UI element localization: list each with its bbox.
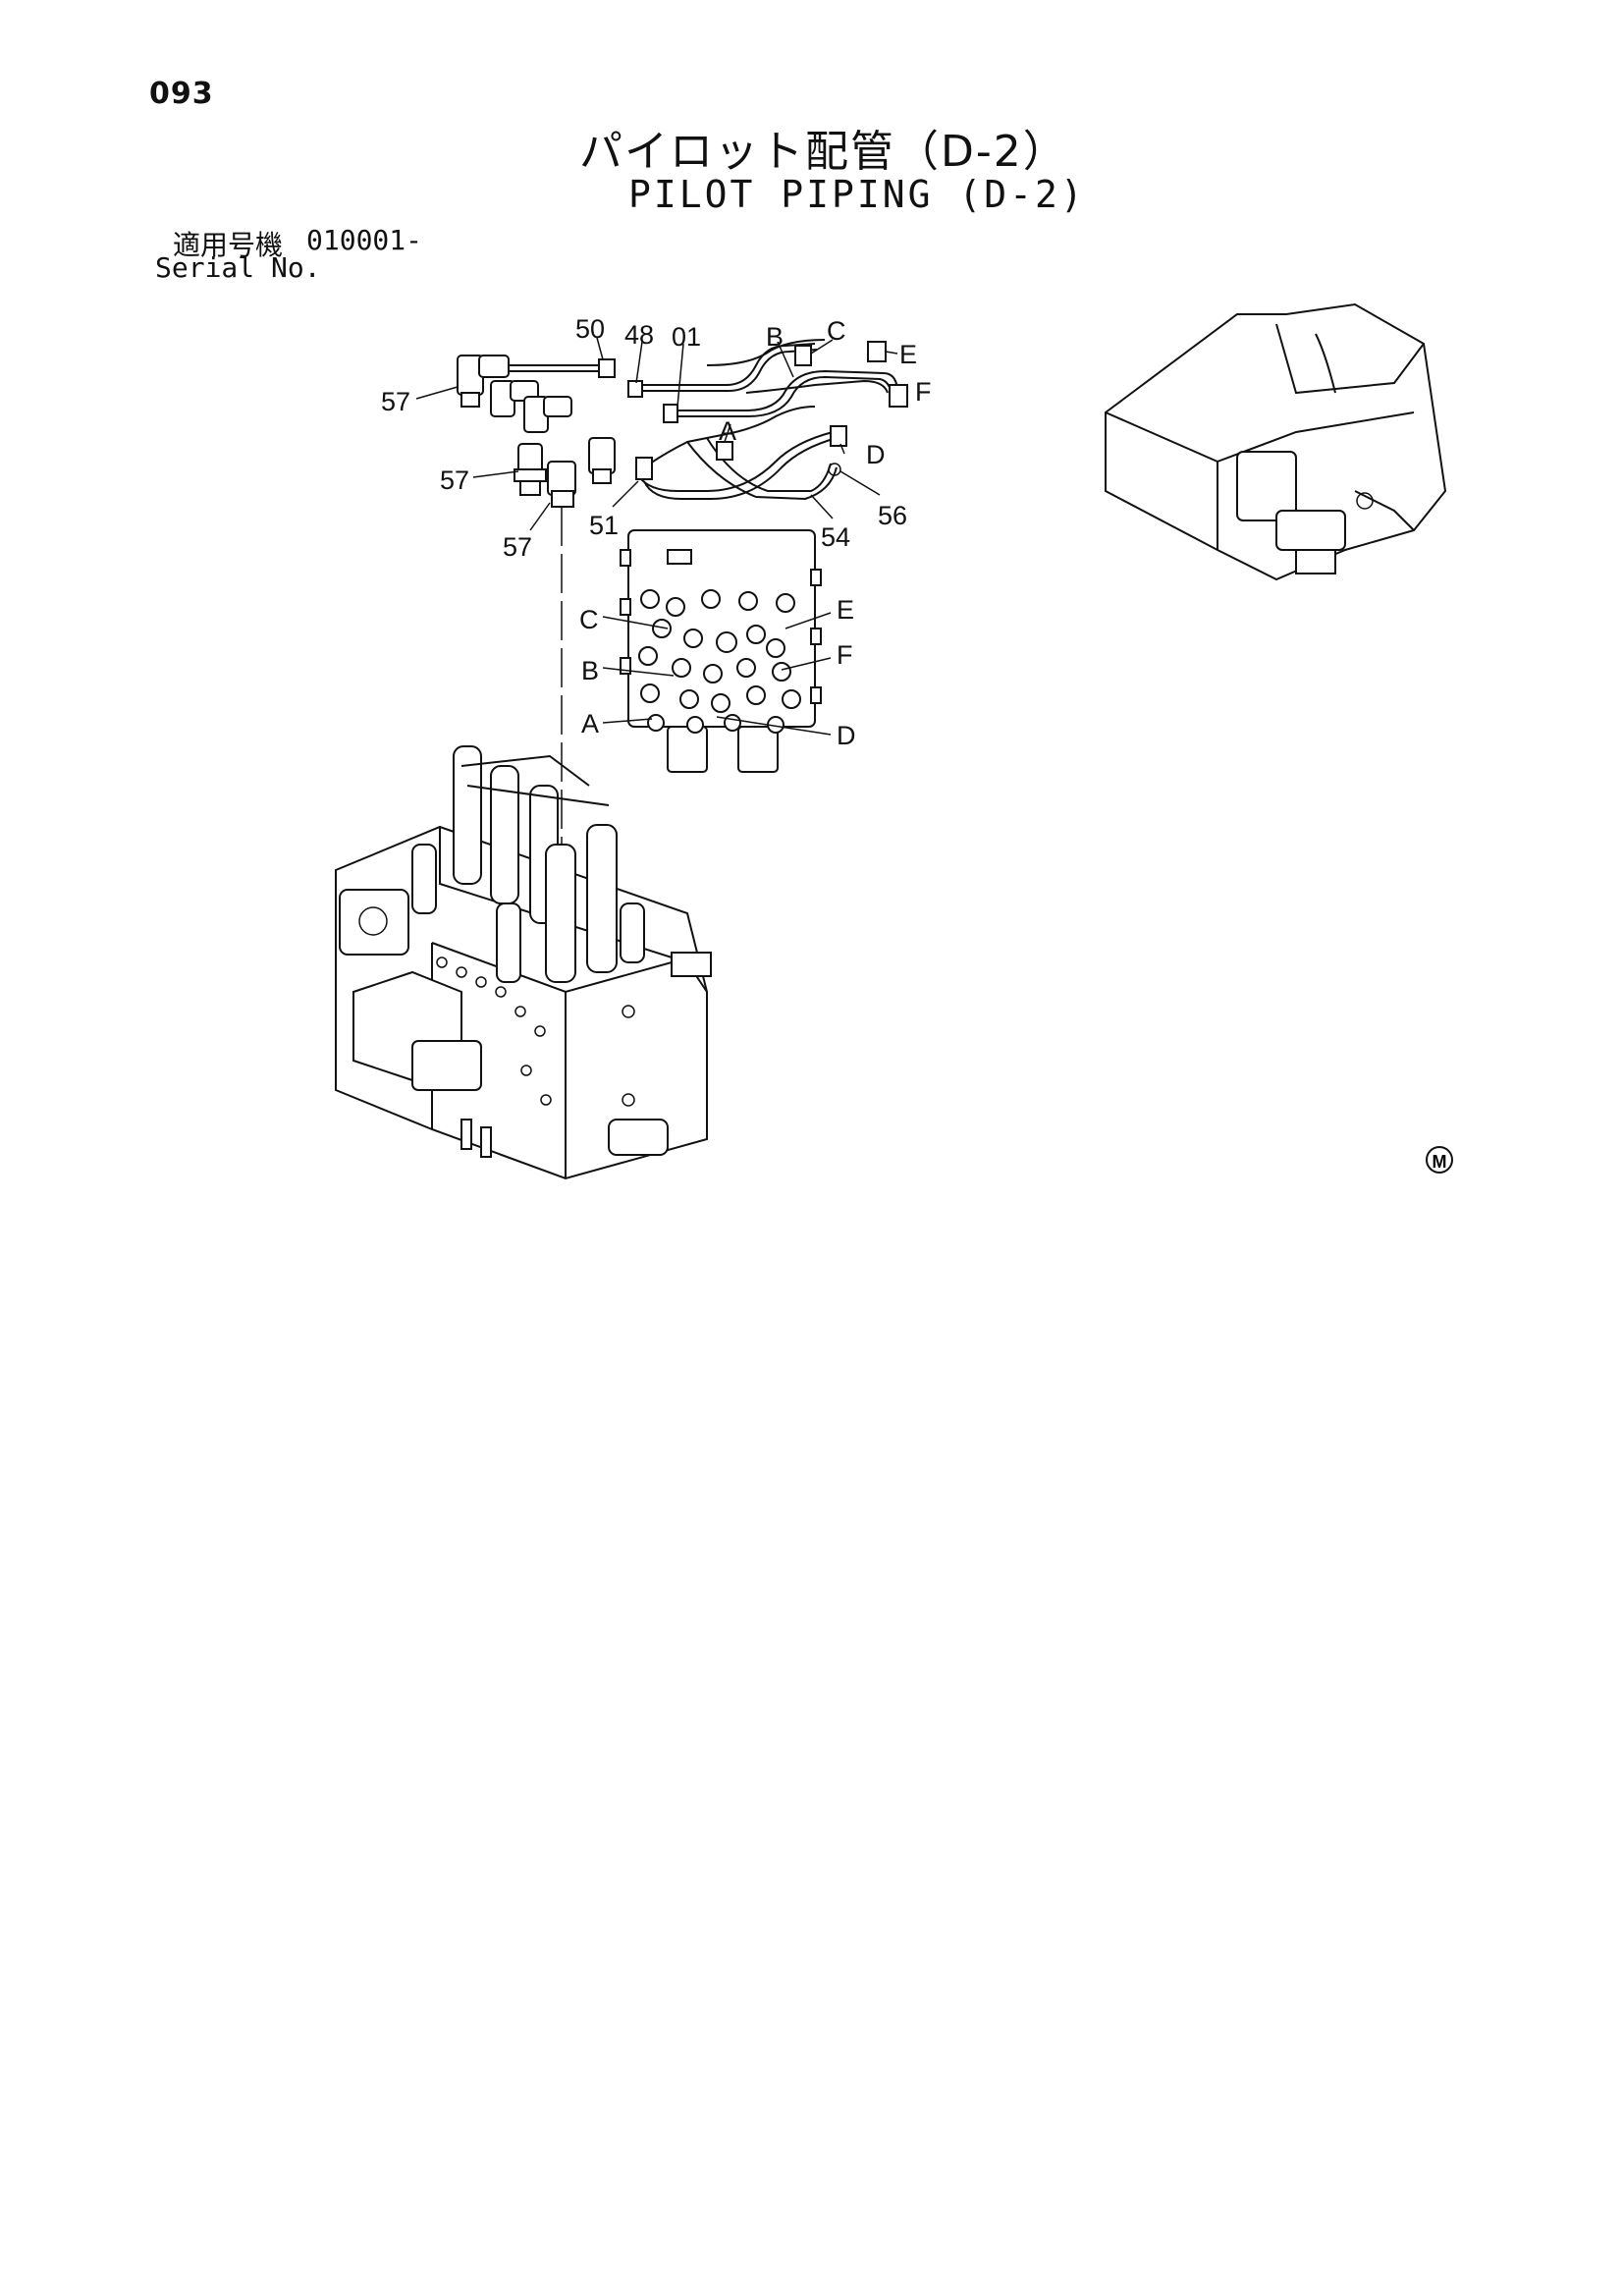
elbow-fitting-mid-2 bbox=[523, 396, 572, 433]
elbow-fitting-57-mid bbox=[514, 443, 547, 496]
excavator-location-thumbnail bbox=[1105, 302, 1447, 581]
page-title-english: PILOT PIPING (D-2) bbox=[628, 173, 1086, 216]
callout-51: 51 bbox=[589, 511, 619, 540]
callout-e-top: E bbox=[899, 340, 917, 369]
elbow-fitting-57-low bbox=[547, 461, 576, 508]
fitting-e bbox=[867, 341, 887, 362]
callout-54: 54 bbox=[821, 522, 850, 552]
page-title-japanese: パイロット配管（D-2） bbox=[579, 127, 1068, 177]
leader-lines bbox=[415, 337, 898, 736]
serial-label-english: Serial No. bbox=[155, 251, 321, 284]
callout-a-top: A bbox=[719, 416, 736, 446]
fitting-c bbox=[794, 345, 812, 366]
elbow-fitting-57-top bbox=[457, 355, 510, 408]
serial-number-value: 010001- bbox=[306, 224, 423, 256]
callout-57-a: 57 bbox=[381, 387, 410, 416]
callout-f-valve: F bbox=[837, 640, 853, 670]
control-valve-top-view bbox=[620, 529, 822, 773]
callout-c-valve: C bbox=[579, 605, 599, 634]
serial-label-japanese: 適用号機 bbox=[173, 229, 284, 261]
elbow-fitting-right bbox=[588, 437, 616, 484]
pilot-hose-assembly bbox=[457, 339, 908, 508]
elbow-fitting-mid-1 bbox=[490, 380, 539, 417]
callout-01: 01 bbox=[672, 322, 701, 352]
callout-b-top: B bbox=[766, 322, 784, 352]
fitting-f bbox=[889, 384, 908, 408]
page-number: 093 bbox=[149, 77, 214, 111]
fitting-d bbox=[830, 425, 847, 447]
callout-c-top: C bbox=[827, 316, 846, 346]
callout-f-top: F bbox=[915, 377, 932, 407]
callout-57-b: 57 bbox=[440, 465, 469, 495]
callout-a-valve: A bbox=[581, 709, 599, 738]
callout-56: 56 bbox=[878, 501, 907, 530]
callout-48: 48 bbox=[624, 320, 654, 350]
main-control-valve-body bbox=[335, 745, 712, 1180]
callout-b-valve: B bbox=[581, 656, 599, 685]
circled-m-mark: M bbox=[1426, 1146, 1453, 1174]
callout-d-valve: D bbox=[837, 721, 856, 750]
callout-50: 50 bbox=[575, 314, 605, 344]
svg-text:M: M bbox=[1433, 1152, 1447, 1172]
callout-d-top: D bbox=[866, 440, 886, 469]
valve-ports bbox=[638, 589, 801, 734]
callout-e-valve: E bbox=[837, 595, 854, 625]
callout-57-c: 57 bbox=[503, 532, 532, 562]
